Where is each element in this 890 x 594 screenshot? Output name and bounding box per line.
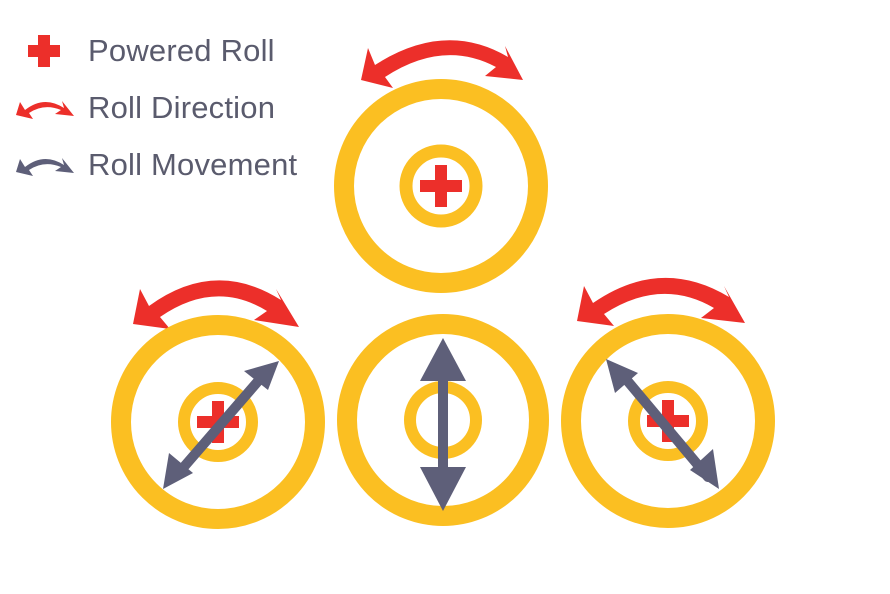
legend-item-roll-direction: Roll Direction <box>8 79 338 136</box>
legend-label-roll-direction: Roll Direction <box>88 90 276 125</box>
bottom-right-roll <box>561 277 775 528</box>
powered-plus-icon <box>420 165 462 207</box>
outer-ring <box>561 314 775 528</box>
curved-double-arrow-icon <box>16 100 74 119</box>
legend-label-roll-movement: Roll Movement <box>88 147 298 182</box>
legend: Powered Roll Roll Direction Roll Movemen… <box>8 22 338 193</box>
roll-movement-arrow-icon <box>606 359 719 489</box>
legend-label-powered-roll: Powered Roll <box>88 33 275 68</box>
outer-ring <box>337 314 549 526</box>
plus-icon <box>28 34 60 67</box>
inner-ring <box>628 381 708 461</box>
bottom-left-roll <box>111 280 325 529</box>
inner-ring <box>178 382 258 462</box>
legend-item-powered-roll: Powered Roll <box>8 22 338 79</box>
bottom-center-roll <box>337 314 549 526</box>
roll-direction-arrow-icon <box>577 277 745 326</box>
roll-direction-arrow-icon <box>133 280 299 329</box>
outer-ring <box>334 79 548 293</box>
outer-ring <box>111 315 325 529</box>
inner-ring <box>399 144 483 228</box>
roll-movement-arrow-icon <box>420 338 466 511</box>
top-roll <box>334 40 548 293</box>
legend-item-roll-movement: Roll Movement <box>8 136 338 193</box>
curved-double-arrow-icon <box>16 157 74 176</box>
roll-movement-arrow-icon <box>163 361 279 489</box>
roll-direction-arrow-icon <box>361 40 523 88</box>
